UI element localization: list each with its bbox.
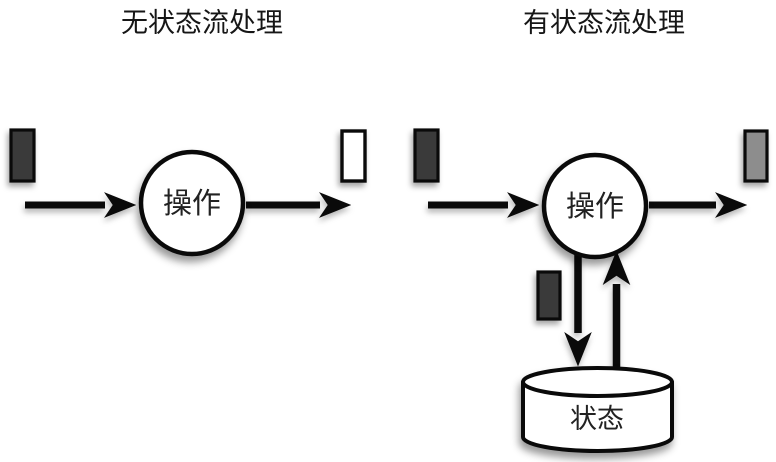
state-store-cylinder-top: [521, 366, 674, 398]
left-output-record: [340, 129, 367, 183]
right-operator-circle: [541, 152, 649, 260]
right-output-record: [743, 129, 769, 183]
left-input-record: [9, 128, 36, 183]
right-input-record: [413, 128, 440, 183]
left-panel-title: 无状态流处理: [121, 8, 283, 38]
left-operator-label: 操作: [163, 187, 221, 220]
left-operator-circle: [138, 149, 246, 257]
state-store-cylinder-body: [521, 380, 674, 453]
right-operator-label: 操作: [566, 190, 624, 223]
state-store-cylinder: 状态: [521, 366, 674, 453]
state-store-label: 状态: [570, 404, 624, 434]
state-record: [536, 270, 562, 321]
right-panel-title: 有状态流处理: [523, 8, 685, 38]
